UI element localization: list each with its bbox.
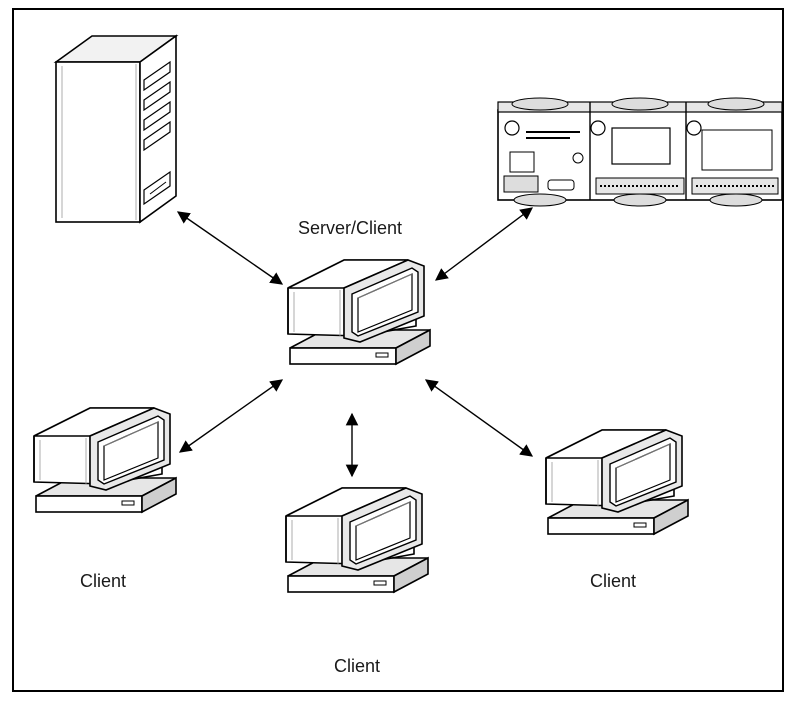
compact-fieldpoint-io-module-icon — [497, 97, 783, 207]
client-label-right: Client — [590, 571, 637, 591]
arrow-server-to-center — [176, 211, 284, 285]
center-node-label: Server/Client — [298, 218, 403, 238]
tower-server-icon — [53, 34, 179, 224]
client-label-bottom: Client — [334, 656, 381, 676]
client-label-left: Client — [80, 571, 127, 591]
client-computer-right-icon — [545, 429, 689, 535]
arrow-io-to-center — [434, 207, 534, 281]
arrow-center-to-left-client — [178, 379, 284, 453]
server-client-computer-icon — [287, 259, 431, 365]
client-computer-left-icon — [33, 407, 177, 513]
arrow-center-to-right-client — [424, 379, 534, 457]
client-computer-bottom-icon — [285, 487, 429, 593]
